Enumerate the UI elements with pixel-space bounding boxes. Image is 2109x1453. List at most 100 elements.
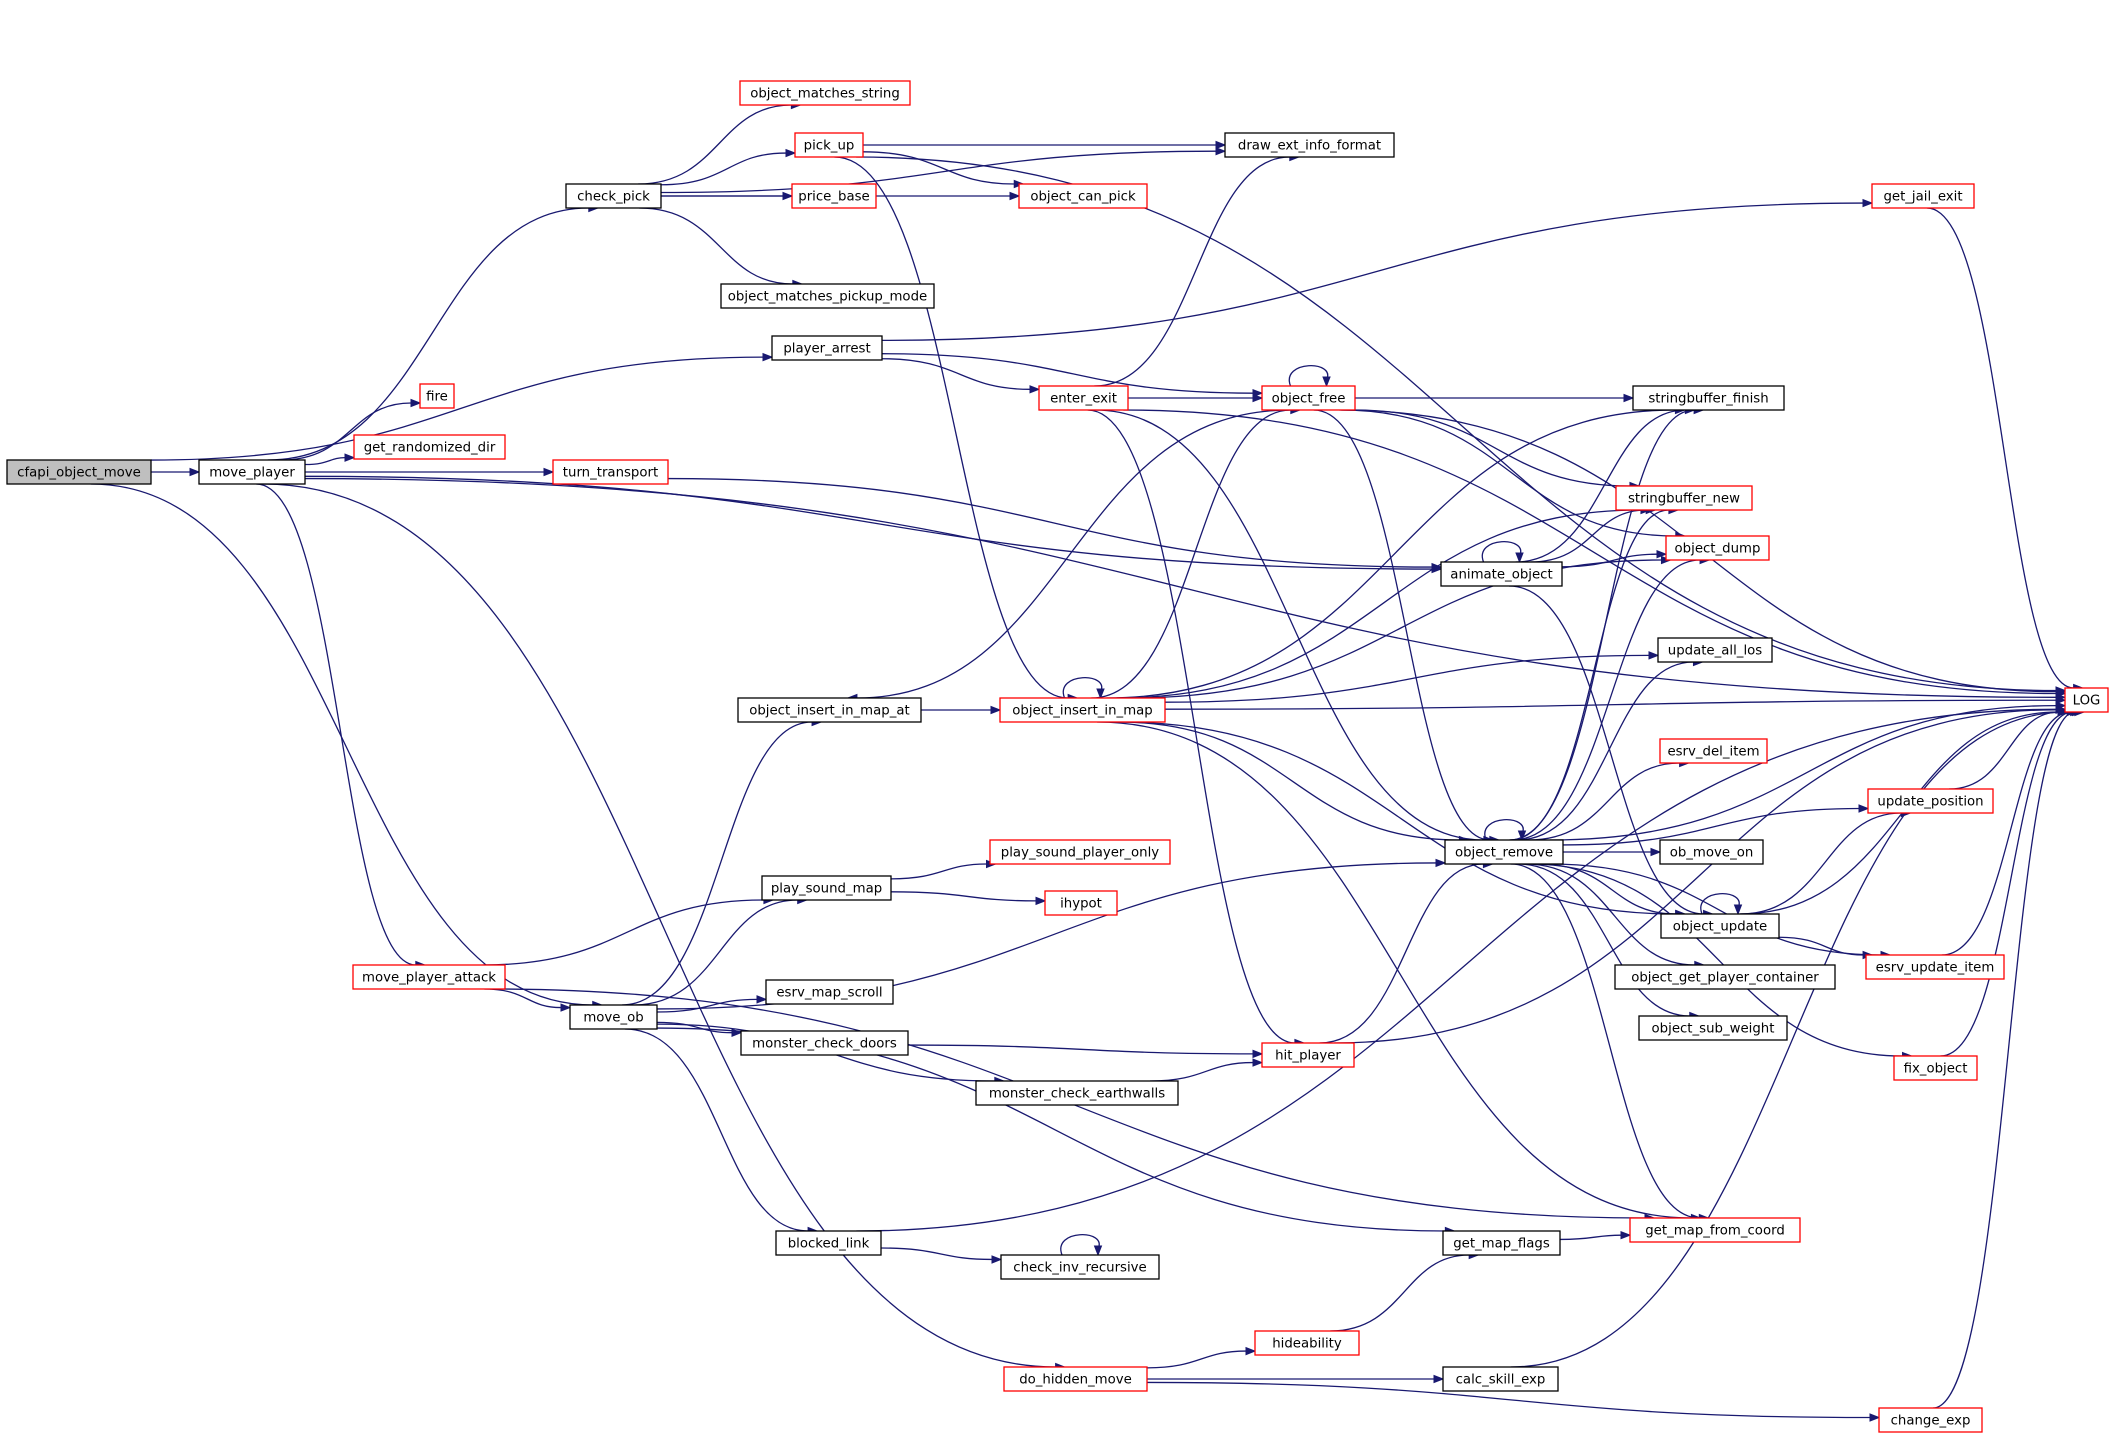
node-enter_exit[interactable]: enter_exit <box>1038 385 1129 411</box>
node-update_all_los[interactable]: update_all_los <box>1657 637 1773 663</box>
node-object_insert_in_map_at[interactable]: object_insert_in_map_at <box>737 697 922 723</box>
node-hit_player[interactable]: hit_player <box>1261 1042 1355 1068</box>
node-animate_object[interactable]: animate_object <box>1440 561 1563 587</box>
node-do_hidden_move[interactable]: do_hidden_move <box>1003 1366 1148 1392</box>
edge-line <box>1353 409 1630 487</box>
node-play_sound_player_only[interactable]: play_sound_player_only <box>989 839 1171 865</box>
node-price_base[interactable]: price_base <box>791 183 877 209</box>
edge-line <box>638 104 792 185</box>
edge-line <box>1091 409 1291 699</box>
node-object_insert_in_map[interactable]: object_insert_in_map <box>999 697 1166 723</box>
node-stringbuffer_new[interactable]: stringbuffer_new <box>1615 485 1753 511</box>
node-esrv_update_item[interactable]: esrv_update_item <box>1865 954 2005 980</box>
node-object_can_pick[interactable]: object_can_pick <box>1018 183 1148 209</box>
edge-line <box>881 353 1254 394</box>
node-object_dump[interactable]: object_dump <box>1665 535 1770 561</box>
node-esrv_map_scroll[interactable]: esrv_map_scroll <box>765 979 894 1005</box>
node-label: draw_ext_info_format <box>1238 139 1381 154</box>
node-get_map_flags[interactable]: get_map_flags <box>1442 1230 1561 1256</box>
node-play_sound_map[interactable]: play_sound_map <box>761 875 892 901</box>
node-stringbuffer_finish[interactable]: stringbuffer_finish <box>1632 385 1785 411</box>
node-label: object_get_player_container <box>1631 971 1819 986</box>
edge-line <box>1484 819 1524 841</box>
node-fire[interactable]: fire <box>419 383 455 409</box>
edge-object_insert_in_map-to-LOG <box>1164 695 2067 710</box>
edge-hideability-to-get_map_flags <box>1330 1250 1480 1332</box>
edge-line <box>1926 207 2074 689</box>
arrowhead-icon <box>1435 858 1447 868</box>
edge-line <box>1094 409 1484 841</box>
edge-line <box>881 358 1031 390</box>
edge-line <box>262 483 1056 1368</box>
node-get_randomized_dir[interactable]: get_randomized_dir <box>353 434 506 460</box>
node-label: object_update <box>1673 920 1767 935</box>
edge-pick_up-to-object_insert_in_map <box>834 156 1079 703</box>
node-label: play_sound_map <box>771 882 882 897</box>
edge-object_update-to-update_position <box>1740 808 1912 915</box>
node-move_ob[interactable]: move_ob <box>569 1004 658 1030</box>
arrowhead-icon <box>756 995 768 1004</box>
edge-cfapi_object_move-to-player_arrest <box>150 352 774 461</box>
node-monster_check_earthwalls[interactable]: monster_check_earthwalls <box>975 1080 1179 1106</box>
edge-line <box>1334 709 2057 1044</box>
edge-line <box>1515 409 1686 563</box>
arrowhead-icon <box>1650 847 1662 857</box>
edge-line <box>1510 711 2068 1368</box>
node-label: do_hidden_move <box>1019 1373 1132 1388</box>
node-box <box>198 459 306 485</box>
arrowhead-icon <box>1620 1230 1632 1240</box>
node-object_sub_weight[interactable]: object_sub_weight <box>1638 1015 1788 1041</box>
node-player_arrest[interactable]: player_arrest <box>771 335 883 361</box>
node-ob_move_on[interactable]: ob_move_on <box>1659 839 1764 865</box>
node-object_remove[interactable]: object_remove <box>1444 839 1564 865</box>
node-box <box>2064 687 2109 713</box>
arrowhead-icon <box>1035 896 1047 906</box>
node-object_matches_pickup_mode[interactable]: object_matches_pickup_mode <box>720 283 935 309</box>
arrowhead-icon <box>1009 191 1021 201</box>
node-hideability[interactable]: hideability <box>1254 1330 1360 1356</box>
node-get_map_from_coord[interactable]: get_map_from_coord <box>1629 1217 1801 1243</box>
edge-line <box>484 988 562 1009</box>
node-change_exp[interactable]: change_exp <box>1878 1407 1983 1433</box>
arrowhead-icon <box>410 398 422 408</box>
node-box <box>740 1030 909 1056</box>
edge-move_player-to-fire <box>281 398 422 461</box>
edge-line <box>1087 409 1295 1044</box>
edge-object_remove-to-esrv_update_item <box>1548 863 1892 960</box>
node-esrv_del_item[interactable]: esrv_del_item <box>1659 738 1768 764</box>
node-cfapi_object_move[interactable]: cfapi_object_move <box>6 459 152 485</box>
node-LOG[interactable]: LOG <box>2064 687 2109 713</box>
node-object_update[interactable]: object_update <box>1660 913 1780 939</box>
node-fix_object[interactable]: fix_object <box>1893 1055 1978 1081</box>
edge-line <box>1559 1234 1622 1241</box>
node-turn_transport[interactable]: turn_transport <box>552 459 669 485</box>
edge-line <box>1116 509 1641 699</box>
node-check_pick[interactable]: check_pick <box>565 183 662 209</box>
node-check_inv_recursive[interactable]: check_inv_recursive <box>1000 1254 1160 1280</box>
node-ihypot[interactable]: ihypot <box>1044 890 1118 916</box>
node-object_free[interactable]: object_free <box>1261 385 1356 411</box>
node-move_player[interactable]: move_player <box>198 459 306 485</box>
node-box <box>1871 183 1975 209</box>
edge-object_free-to-stringbuffer_finish <box>1355 393 1635 403</box>
node-object_matches_string[interactable]: object_matches_string <box>739 80 911 106</box>
node-box <box>761 875 892 901</box>
node-object_get_player_container[interactable]: object_get_player_container <box>1614 964 1836 990</box>
node-move_player_attack[interactable]: move_player_attack <box>352 964 506 990</box>
node-box <box>975 1080 1179 1106</box>
node-monster_check_doors[interactable]: monster_check_doors <box>740 1030 909 1056</box>
edge-object_insert_in_map_at-to-object_insert_in_map <box>921 705 1002 715</box>
edge-move_player-to-get_randomized_dir <box>304 453 356 466</box>
node-box <box>1018 183 1148 209</box>
node-get_jail_exit[interactable]: get_jail_exit <box>1871 183 1975 209</box>
edge-move_player-to-check_pick <box>267 203 600 461</box>
edge-do_hidden_move-to-calc_skill_exp <box>1147 1374 1445 1384</box>
node-calc_skill_exp[interactable]: calc_skill_exp <box>1442 1366 1559 1392</box>
node-pick_up[interactable]: pick_up <box>794 132 864 158</box>
node-update_position[interactable]: update_position <box>1867 788 1994 814</box>
node-blocked_link[interactable]: blocked_link <box>775 1230 882 1256</box>
node-draw_ext_info_format[interactable]: draw_ext_info_format <box>1224 132 1395 158</box>
node-box <box>1615 485 1753 511</box>
edge-object_free-to-object_free <box>1288 365 1331 388</box>
